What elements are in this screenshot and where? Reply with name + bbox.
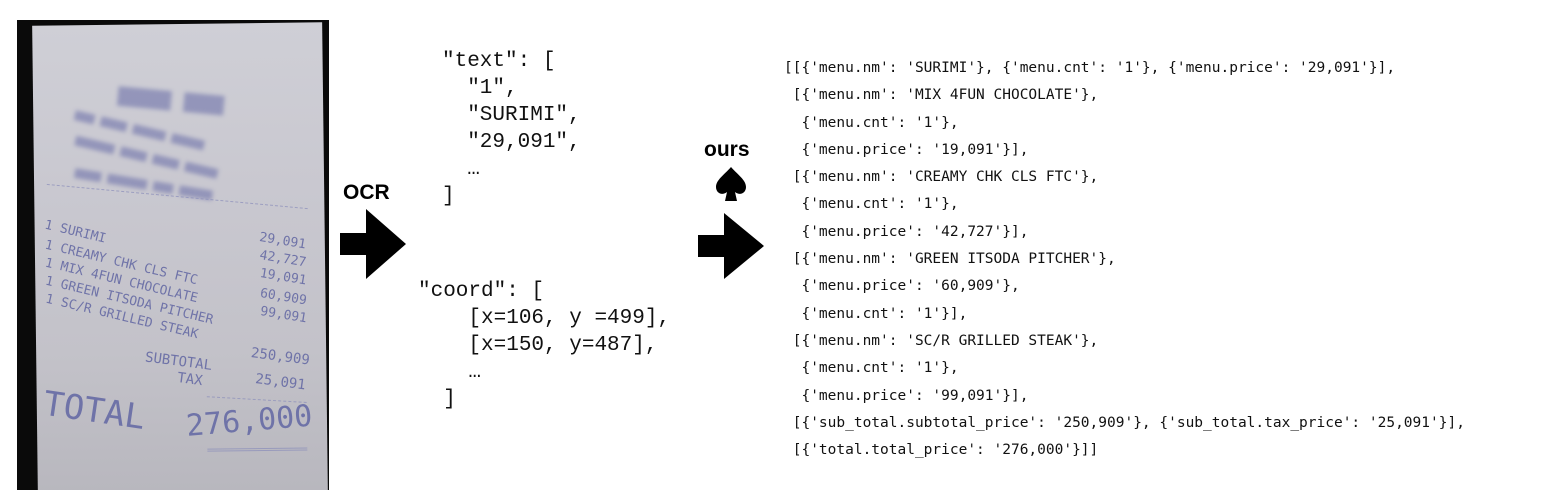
ocr-text-line: "1",: [442, 77, 518, 100]
parsed-output-line: [{'menu.nm': 'SC/R GRILLED STEAK'},: [784, 332, 1099, 349]
ocr-coord-line: [x=150, y=487],: [443, 334, 658, 357]
parsed-output-block: [[{'menu.nm': 'SURIMI'}, {'menu.cnt': '1…: [784, 55, 1465, 464]
ocr-text-line: ]: [442, 185, 455, 208]
ocr-coord-line: …: [443, 361, 482, 384]
ocr-text-line: "text": [: [442, 50, 556, 73]
receipt-total-label: TOTAL: [40, 383, 148, 438]
parsed-output-line: {'menu.cnt': '1'}],: [784, 305, 968, 322]
receipt-paper: ▆▆▆▆ ▆▆▆ ▆▆▆ ▆▆▆▆ ▆▆▆▆▆ ▆▆▆▆▆ ▆▆▆▆▆▆ ▆▆▆…: [32, 22, 328, 490]
receipt-photo: ▆▆▆▆ ▆▆▆ ▆▆▆ ▆▆▆▆ ▆▆▆▆▆ ▆▆▆▆▆ ▆▆▆▆▆▆ ▆▆▆…: [17, 20, 329, 490]
parsed-output-line: {'menu.cnt': '1'},: [784, 360, 959, 377]
ocr-text-line: …: [442, 158, 480, 181]
parsed-output-line: {'menu.price': '60,909'},: [784, 278, 1020, 295]
parsed-output-line: {'menu.price': '19,091'}],: [784, 141, 1029, 158]
receipt-divider: [207, 447, 308, 452]
parsed-output-line: [{'menu.nm': 'CREAMY CHK CLS FTC'},: [784, 169, 1099, 186]
receipt-total-value: 276,000: [184, 398, 314, 444]
parsed-output-line: [{'menu.nm': 'MIX 4FUN CHOCOLATE'},: [784, 87, 1099, 104]
parsed-output-line: [{'menu.nm': 'GREEN ITSODA PITCHER'},: [784, 251, 1116, 268]
parsed-output-line: {'menu.cnt': '1'},: [784, 196, 959, 213]
ocr-coord-line: ]: [418, 388, 456, 411]
ocr-coord-line: "coord": [: [418, 280, 545, 303]
ours-label: ours: [704, 138, 750, 161]
receipt-tax-value: 25,091: [254, 371, 307, 394]
parsed-output-line: {'menu.price': '42,727'}],: [784, 223, 1029, 240]
ocr-text-line: "SURIMI",: [442, 104, 581, 127]
ocr-coord-line: [x=106, y =499],: [443, 307, 671, 330]
parsed-output-line: [{'sub_total.subtotal_price': '250,909'}…: [784, 414, 1465, 431]
spade-icon: [716, 167, 746, 201]
parsed-output-line: [{'total.total_price': '276,000'}]]: [784, 442, 1099, 459]
receipt-header-blur: ▆▆▆▆ ▆▆▆: [117, 81, 225, 116]
parsed-output-line: {'menu.price': '99,091'}],: [784, 387, 1029, 404]
ocr-label: OCR: [343, 181, 390, 204]
parsed-output-line: {'menu.cnt': '1'},: [784, 114, 959, 131]
receipt-subtotal-value: 250,909: [250, 345, 311, 369]
ocr-text-line: "29,091",: [442, 131, 581, 154]
ocr-coord-block: "coord": [ [x=106, y =499], [x=150, y=48…: [418, 278, 670, 413]
receipt-tax-label: TAX: [176, 370, 204, 390]
ocr-arrow-icon: [340, 209, 406, 279]
ocr-text-block: "text": [ "1", "SURIMI", "29,091", … ]: [442, 48, 581, 210]
parsed-output-line: [[{'menu.nm': 'SURIMI'}, {'menu.cnt': '1…: [784, 60, 1396, 76]
ours-arrow-icon: [698, 213, 764, 279]
